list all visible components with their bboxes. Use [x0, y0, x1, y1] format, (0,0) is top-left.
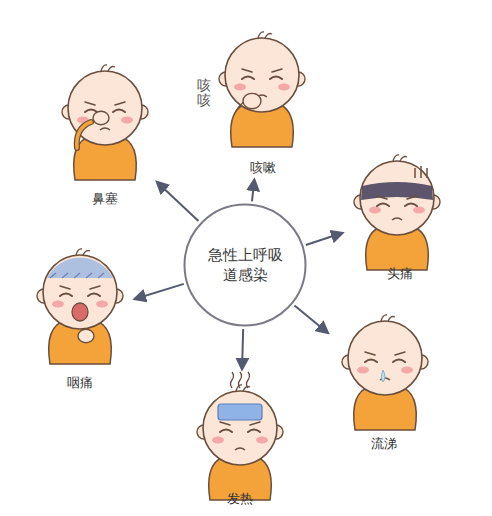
center-title: 急性上呼吸道感染: [183, 245, 307, 286]
symptom-figure: 鼻塞: [55, 58, 155, 208]
arrow-connector: [135, 284, 184, 299]
arrow-connector: [242, 329, 243, 369]
symptom-label: 咳嗽: [246, 159, 280, 177]
symptom-figure: 咽痛: [28, 240, 132, 392]
baby-illustration: [62, 65, 148, 180]
symptom-figure: 头痛: [345, 145, 455, 283]
symptom-label: 头痛: [383, 265, 417, 283]
baby-illustration: [37, 249, 123, 364]
symptom-figure: 咳嗽: [213, 25, 313, 177]
baby-illustration: [354, 155, 440, 270]
symptom-label: 流涕: [367, 435, 401, 453]
symptom-label: 鼻塞: [88, 190, 122, 208]
symptom-figure: 流涕: [330, 305, 438, 453]
symptom-label: 发热: [223, 490, 257, 508]
center-circle: 急性上呼吸道感染: [183, 203, 307, 327]
baby-illustration: [219, 32, 305, 147]
symptom-figure: 发热: [185, 372, 295, 508]
circle-outline: [183, 203, 307, 327]
symptom-label: 咽痛: [63, 374, 97, 392]
arrow-connector: [157, 182, 198, 221]
arrow-connector: [252, 180, 254, 201]
baby-illustration: [342, 315, 428, 430]
arrow-connector: [294, 306, 327, 333]
baby-illustration: [197, 372, 283, 500]
sound-effect: 咳咳: [197, 78, 211, 109]
arrow-connector: [306, 233, 342, 245]
